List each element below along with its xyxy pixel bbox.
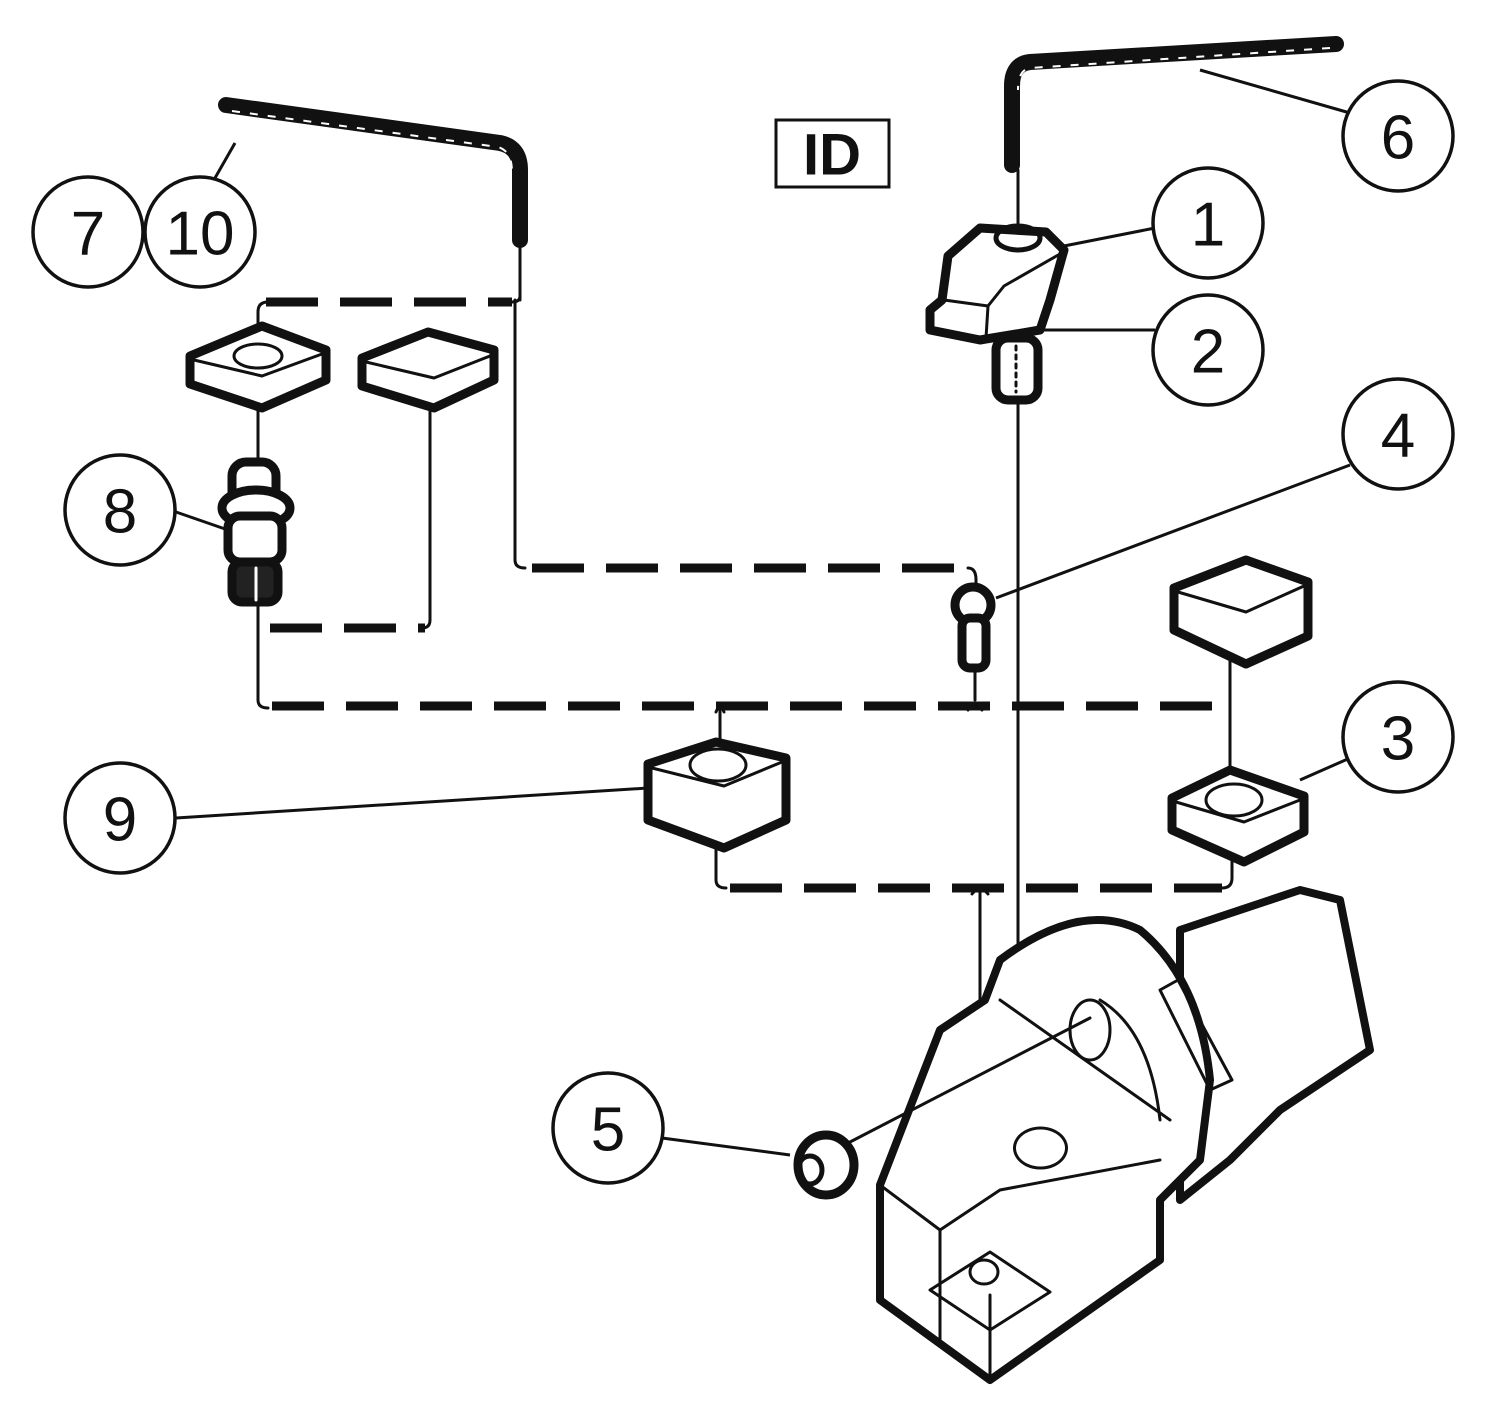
svg-text:6: 6 xyxy=(1381,104,1415,173)
callout-2: 2 xyxy=(1151,293,1265,407)
svg-text:8: 8 xyxy=(103,478,137,547)
svg-text:7: 7 xyxy=(71,200,105,269)
callout-9: 9 xyxy=(63,761,177,875)
svg-text:9: 9 xyxy=(103,786,137,855)
callout-1: 1 xyxy=(1151,166,1265,280)
clamp-part xyxy=(925,223,1069,345)
leader-lines xyxy=(175,68,1351,1157)
callout-7: 7 xyxy=(31,175,145,289)
coolant-plug-part xyxy=(793,1016,1092,1200)
svg-text:2: 2 xyxy=(1191,318,1225,387)
insert-right-plain xyxy=(1169,555,1313,669)
callout-5: 5 xyxy=(551,1071,665,1185)
callout-3: 3 xyxy=(1341,680,1455,794)
callout-6: 6 xyxy=(1341,79,1455,193)
callout-4: 4 xyxy=(1341,377,1455,491)
callout-8: 8 xyxy=(63,453,177,567)
tool-holder-body xyxy=(876,886,1374,1384)
insert-with-hole xyxy=(185,321,331,413)
shim-part xyxy=(1167,765,1309,867)
insert-plain xyxy=(357,327,499,413)
hex-key-right xyxy=(1004,36,1344,227)
id-label: ID xyxy=(774,118,891,189)
svg-text:3: 3 xyxy=(1381,705,1415,774)
callout-10: 10 xyxy=(143,175,257,289)
svg-text:1: 1 xyxy=(1191,191,1225,260)
id-label-text: ID xyxy=(803,123,861,188)
shim-screw-part xyxy=(950,582,996,673)
clamp-screw-part xyxy=(991,333,1043,405)
shim-pin-part xyxy=(217,406,295,607)
shim-alt-part xyxy=(643,737,791,853)
svg-text:10: 10 xyxy=(166,200,235,269)
hex-key-left xyxy=(218,97,528,302)
id-label-box xyxy=(774,118,891,189)
svg-text:4: 4 xyxy=(1381,402,1415,471)
svg-text:5: 5 xyxy=(591,1096,625,1165)
assembly-paths xyxy=(256,294,1234,1272)
